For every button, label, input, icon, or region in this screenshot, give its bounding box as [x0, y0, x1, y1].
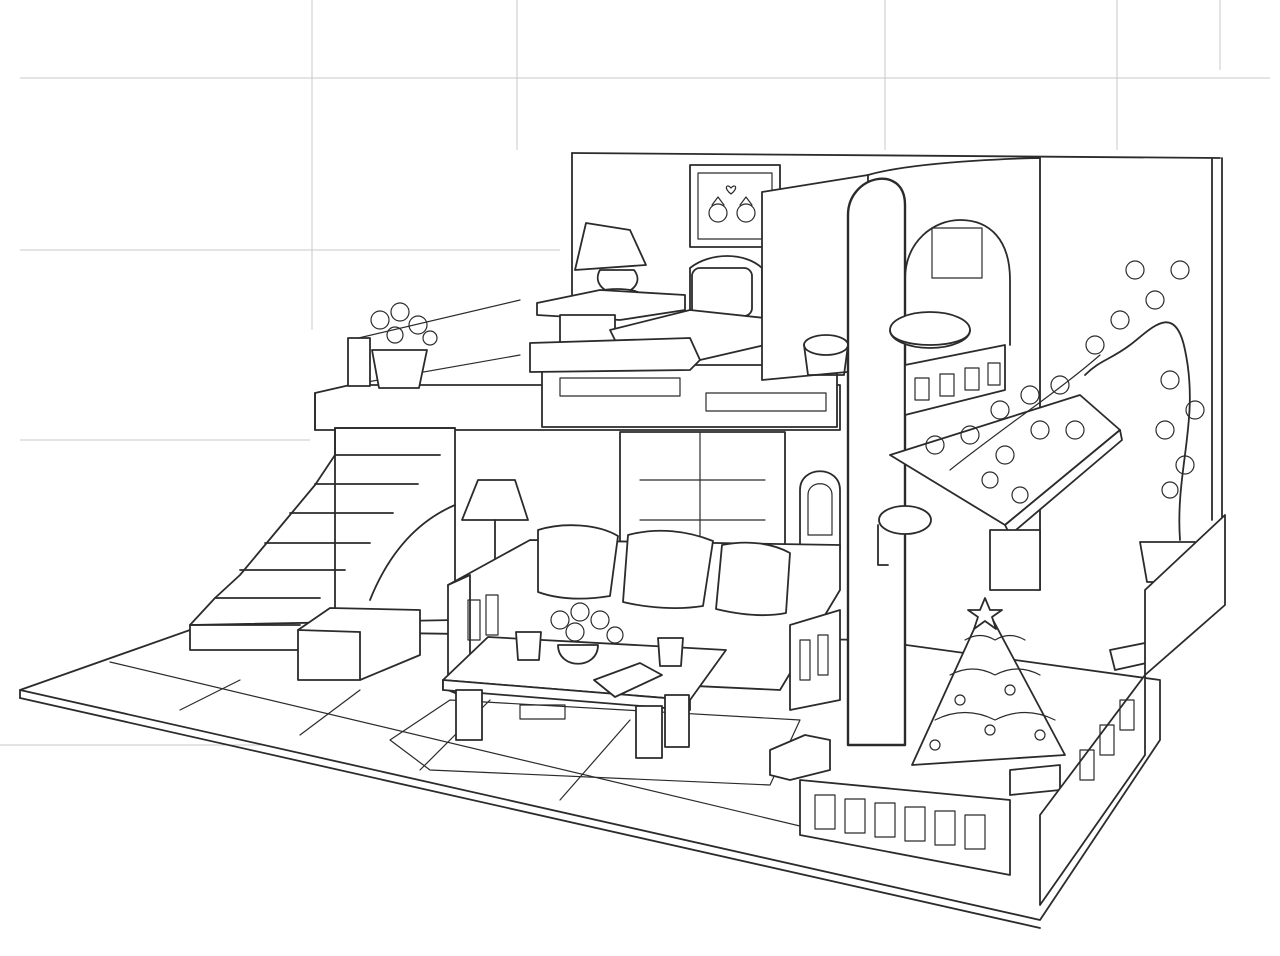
- side-wall-edge: [1144, 514, 1226, 676]
- floor-lamp: [461, 479, 529, 566]
- christmas-tree: [911, 597, 1066, 766]
- loft-potted-roses: [347, 302, 438, 389]
- arch-wall: [846, 157, 1041, 747]
- wall-sconce: [877, 505, 932, 566]
- coffee-table: [442, 636, 727, 759]
- terrace-planter-box: [769, 734, 1061, 796]
- bathtub: [889, 311, 971, 349]
- rose-awning: [889, 354, 1123, 591]
- bedside-lamp: [574, 222, 647, 302]
- side-chair: [799, 470, 841, 551]
- nightstand: [536, 289, 686, 346]
- bed: [529, 255, 766, 373]
- ottoman: [297, 607, 421, 681]
- construction-guides: [0, 0, 1270, 746]
- bathroom-railing: [904, 344, 1006, 416]
- bathroom-bowl: [803, 334, 849, 376]
- terrace-railing: [799, 779, 1011, 876]
- table-items: [515, 602, 684, 698]
- sofa-cushions: [537, 524, 791, 616]
